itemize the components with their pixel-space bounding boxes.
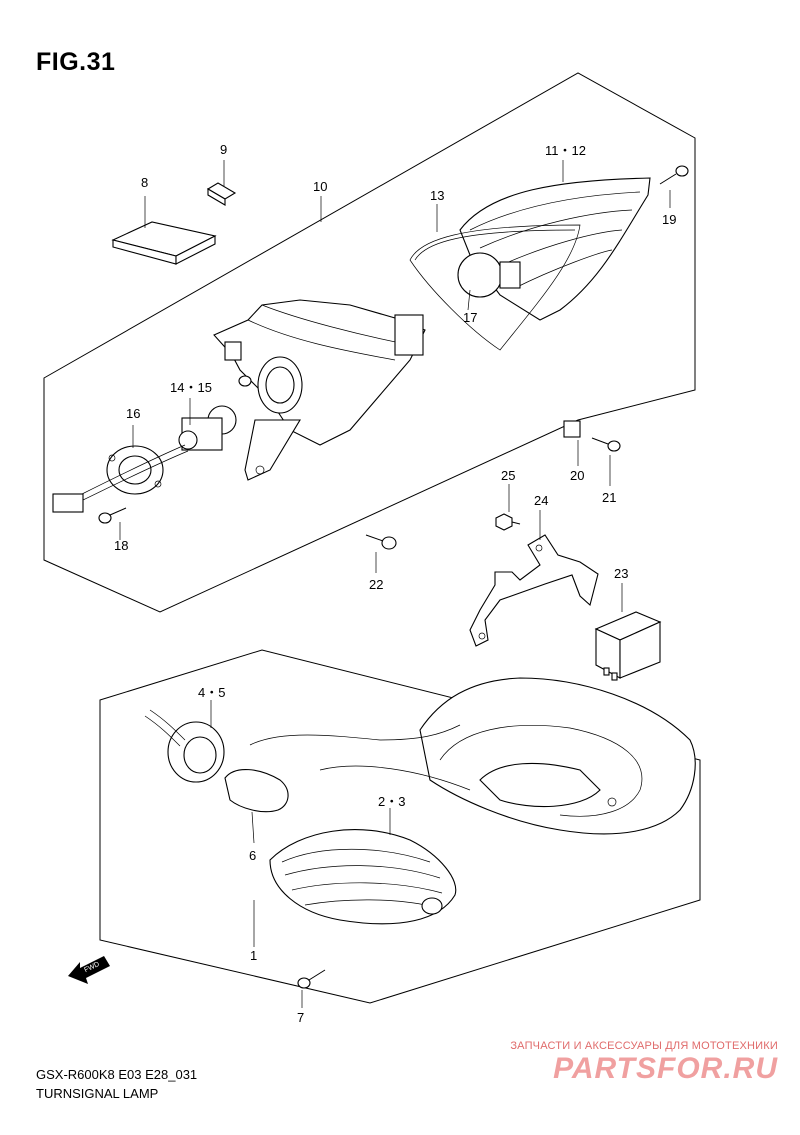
callout-9: 9 <box>220 142 227 157</box>
part-20-nut <box>563 420 581 466</box>
part-23-relay <box>594 583 662 681</box>
callout-21: 21 <box>602 490 616 505</box>
callout-20: 20 <box>570 468 584 483</box>
callout-18: 18 <box>114 538 128 553</box>
part-16-grommet <box>52 425 189 513</box>
part-24-bracket <box>469 510 599 647</box>
fwd-arrow-icon: FWD <box>68 956 110 984</box>
part-9-cushion <box>206 160 237 206</box>
watermark-tagline: ЗАПЧАСТИ И АКСЕССУАРЫ ДЛЯ МОТОТЕХНИКИ <box>510 1040 778 1052</box>
callout-7: 7 <box>297 1010 304 1025</box>
part-10-housing <box>213 196 426 481</box>
callout-8: 8 <box>141 175 148 190</box>
watermark-logo: PARTSFOR.RU <box>553 1052 778 1085</box>
part-6-bulb <box>224 768 289 844</box>
part-22-screw <box>365 534 397 573</box>
callout-13: 13 <box>430 188 444 203</box>
callout-11-12: 11・12 <box>545 143 586 158</box>
model-code: GSX-R600K8 E03 E28_031 <box>36 1067 198 1082</box>
part-13-gasket <box>409 204 581 351</box>
callout-10: 10 <box>313 179 327 194</box>
callout-4-5: 4・5 <box>198 685 225 700</box>
part-25-bolt <box>495 484 521 531</box>
part-7-screw <box>297 969 326 1008</box>
upper-assembly-boundary <box>43 72 696 613</box>
part-18-screw <box>98 507 127 540</box>
callout-14-15: 14・15 <box>170 380 212 395</box>
part-2-3-lens <box>269 808 457 925</box>
callout-22: 22 <box>369 577 383 592</box>
part-17-bulb <box>457 252 521 311</box>
callout-19: 19 <box>662 212 676 227</box>
part-21-screw <box>591 437 621 486</box>
part-8-pad <box>111 196 217 265</box>
callout-16: 16 <box>126 406 140 421</box>
callout-6: 6 <box>249 848 256 863</box>
callout-2-3: 2・3 <box>378 794 405 809</box>
lower-assembly-boundary <box>99 649 701 1004</box>
callout-25: 25 <box>501 468 515 483</box>
part-11-12-lens <box>459 160 651 321</box>
callout-17: 17 <box>463 310 477 325</box>
part-14-15-socket <box>178 398 237 451</box>
figure-title: FIG.31 <box>36 48 116 76</box>
callout-23: 23 <box>614 566 628 581</box>
part-1-mirror-housing <box>249 677 696 947</box>
callout-24: 24 <box>534 493 548 508</box>
part-4-5-socket <box>144 700 225 783</box>
part-19-screw <box>659 165 689 208</box>
callout-1: 1 <box>250 948 257 963</box>
figure-caption: TURNSIGNAL LAMP <box>36 1086 159 1101</box>
